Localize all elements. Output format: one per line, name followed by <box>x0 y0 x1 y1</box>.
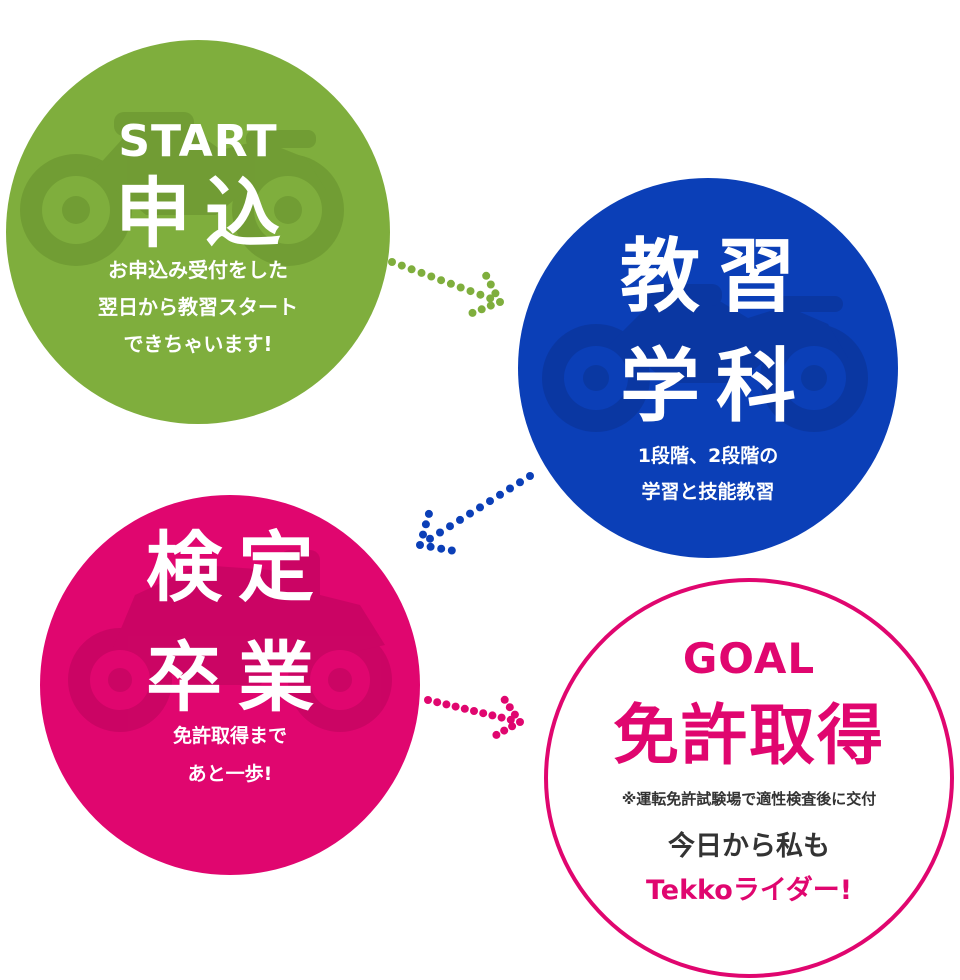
arrow-1-dot-9 <box>476 290 485 299</box>
arrow-3-dot-16 <box>500 695 509 704</box>
arrow-2-dot-11 <box>416 541 424 549</box>
arrow-1-dot-10 <box>486 294 495 303</box>
arrow-1-dot-15 <box>491 289 500 298</box>
arrow-1-dot-13 <box>477 305 486 314</box>
arrow-2-dot-5 <box>476 503 484 512</box>
arrow-2-dot-14 <box>424 509 433 518</box>
arrow-1-dot-11 <box>496 298 504 306</box>
arrow-3-dot-7 <box>488 711 497 720</box>
arrow-3-dot-0 <box>424 696 432 704</box>
arrow-3-dot-1 <box>433 698 442 707</box>
step-goal-note: ※運転免許試験場で適性検査後に交付 <box>621 790 877 808</box>
arrow-3-dot-11 <box>508 722 517 731</box>
arrow-3-dot-6 <box>479 709 488 718</box>
step-start-description: お申込み受付をした 翌日から教習スタート できちゃいます! <box>98 258 298 356</box>
arrow-2-dot-12 <box>419 530 427 539</box>
step-study-title: 教習 学科 <box>620 230 812 433</box>
dotted-arrow-study-to-exam <box>416 472 534 555</box>
arrow-1-dot-16 <box>486 280 495 289</box>
step-goal-circle: GOAL 免許取得 ※運転免許試験場で適性検査後に交付 今日から私も Tekko… <box>544 578 954 978</box>
arrow-2-dot-7 <box>456 515 464 524</box>
arrow-3-dot-12 <box>500 726 509 735</box>
arrow-3-dot-8 <box>497 713 506 722</box>
dotted-arrow-start-to-study <box>388 258 504 317</box>
arrow-3-dot-14 <box>510 710 519 719</box>
arrow-3-dot-2 <box>442 700 451 709</box>
arrow-1-dot-0 <box>388 258 396 266</box>
arrow-2-dot-1 <box>516 478 524 487</box>
arrow-2-dot-3 <box>496 490 504 499</box>
arrow-2-dot-10 <box>426 534 434 543</box>
step-goal-title: 免許取得 <box>613 697 885 774</box>
step-exam-circle: 検定 卒業 免許取得まで あと一歩! <box>40 495 420 875</box>
step-study-description: 1段階、2段階の 学習と技能教習 <box>637 445 779 503</box>
arrow-3-dot-10 <box>516 718 524 726</box>
arrow-2-dot-13 <box>421 520 430 529</box>
arrow-1-dot-2 <box>407 265 416 274</box>
arrow-3-dot-15 <box>505 703 514 712</box>
arrow-1-dot-14 <box>468 308 477 317</box>
arrow-1-dot-8 <box>466 287 475 296</box>
arrow-2-dot-4 <box>486 497 494 506</box>
goal-message-line1: 今日から私も <box>668 831 830 862</box>
arrow-2-dot-16 <box>437 544 446 553</box>
arrow-1-dot-7 <box>456 283 465 292</box>
arrow-1-dot-17 <box>482 271 491 280</box>
arrow-2-dot-17 <box>447 546 456 555</box>
step-start-title: 申込 <box>115 169 295 258</box>
arrow-3-dot-3 <box>451 702 460 711</box>
step-start-circle: START 申込 お申込み受付をした 翌日から教習スタート できちゃいます! <box>6 40 390 424</box>
arrow-2-dot-2 <box>506 484 514 493</box>
goal-message-line2: Tekkoライダー! <box>645 875 853 906</box>
arrow-1-dot-3 <box>417 268 426 277</box>
arrow-2-dot-15 <box>426 542 435 551</box>
arrow-3-dot-5 <box>470 707 478 715</box>
arrow-3-dot-4 <box>460 704 469 713</box>
arrow-2-dot-0 <box>526 472 534 480</box>
arrow-2-dot-8 <box>446 522 454 531</box>
arrow-1-dot-12 <box>486 301 495 310</box>
step-exam-description: 免許取得まで あと一歩! <box>172 725 287 785</box>
arrow-1-dot-5 <box>437 276 446 285</box>
arrow-1-dot-4 <box>427 272 436 281</box>
start-label: START <box>118 116 278 167</box>
step-exam-title: 検定 卒業 <box>146 523 330 722</box>
step-study-circle: 教習 学科 1段階、2段階の 学習と技能教習 <box>518 178 898 558</box>
arrow-2-dot-9 <box>436 528 444 537</box>
dotted-arrow-exam-to-goal <box>424 695 524 739</box>
arrow-1-dot-1 <box>397 261 406 270</box>
arrow-3-dot-13 <box>492 730 501 739</box>
goal-label: GOAL <box>682 634 816 683</box>
arrow-2-dot-6 <box>466 509 474 518</box>
arrow-1-dot-6 <box>446 279 455 288</box>
